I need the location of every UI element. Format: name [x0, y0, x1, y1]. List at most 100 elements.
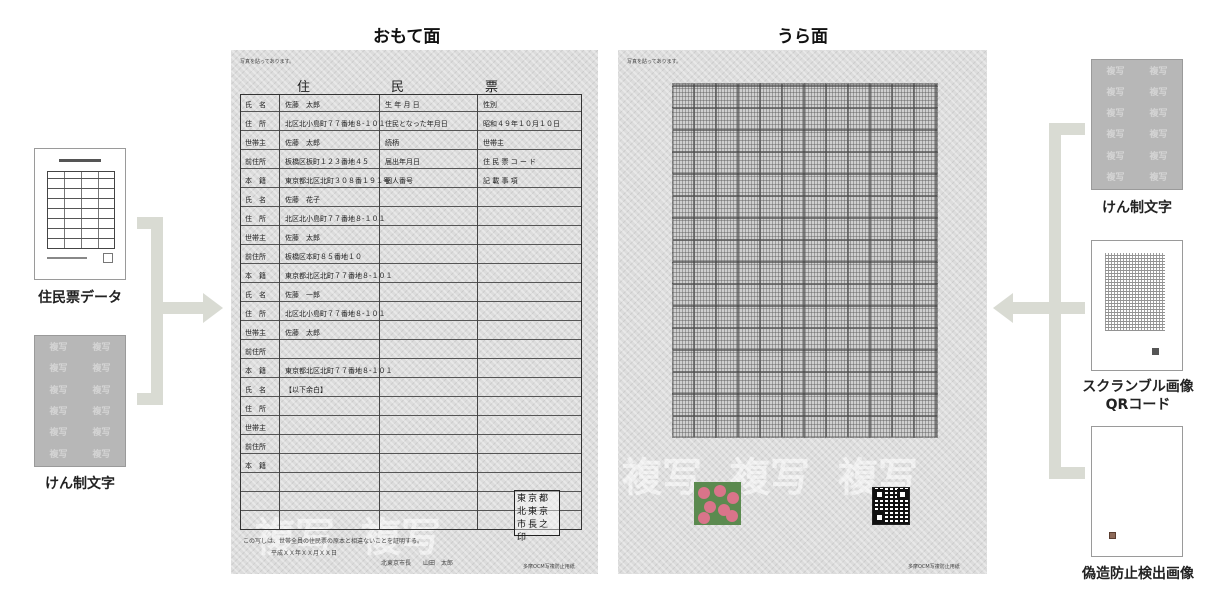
- row-label: 世帯主: [245, 424, 266, 432]
- row-label: 本 籍: [245, 272, 266, 280]
- watermark-glyph: 複写: [92, 385, 111, 396]
- scrambled-image: [672, 83, 938, 438]
- watermark-glyph: 複写: [1149, 151, 1168, 162]
- anti-forgery-thumbnail: [1091, 426, 1183, 557]
- row-value: 佐藤 太郎: [285, 139, 320, 147]
- watermark-glyph: 複写: [49, 343, 68, 353]
- left-arrow-shaft: [163, 302, 203, 314]
- row-value: 佐藤 一郎: [285, 291, 320, 299]
- label-watermark-text-right: けん制文字: [1102, 200, 1172, 216]
- row-label: 前住所: [245, 253, 266, 261]
- row-value: 東京都北区北町３０８番１９１号: [285, 177, 390, 185]
- watermark-glyph: 複写: [49, 449, 68, 460]
- left-bracket-vertical: [151, 217, 163, 405]
- record-field: 世帯主: [483, 139, 504, 147]
- seal-line: 北東京: [517, 507, 551, 517]
- front-side-title: おもて面: [373, 27, 441, 47]
- row-value: 東京都北区北町７７番地８‐１０１: [285, 272, 393, 280]
- record-field: 住民となった年月日: [385, 120, 448, 128]
- front-footer-note: 多摩OCM写複防止用紙: [523, 564, 575, 570]
- row-value: 東京都北区北町７７番地８‐１０１: [285, 367, 393, 375]
- thumb-title-line: [59, 159, 101, 162]
- watermark-glyph: 複写: [92, 428, 111, 439]
- label-watermark-text-left: けん制文字: [45, 476, 115, 492]
- record-field: 性別: [483, 101, 497, 109]
- back-top-note: 写真を貼ってあります。: [627, 59, 682, 65]
- watermark-glyph: 複写: [1106, 88, 1125, 99]
- record-field: 生 年 月 日: [385, 101, 420, 109]
- row-label: 前住所: [245, 348, 266, 356]
- row-value: 佐藤 花子: [285, 196, 320, 204]
- record-field: 住 民 票 コ ー ド: [483, 158, 537, 166]
- official-seal: 東京都 北東京 市長之印: [514, 490, 560, 543]
- row-value: 佐藤 太郎: [285, 101, 320, 109]
- mayor-name: 北東京市長 山田 太郎: [381, 560, 454, 567]
- row-value: 【以下余白】: [285, 386, 327, 394]
- row-label: 氏 名: [245, 196, 266, 204]
- watermark-glyph: 複写: [49, 385, 68, 396]
- watermark-text-thumbnail-left: 複写複写複写複写複写複写複写複写複写複写複写複写: [34, 335, 126, 467]
- back-side-title: うら面: [777, 27, 828, 47]
- row-value: 佐藤 太郎: [285, 234, 320, 242]
- watermark-glyph: 複写: [1149, 109, 1168, 120]
- watermark-glyph: 複写: [92, 343, 111, 353]
- table-column-line: [379, 95, 380, 529]
- scramble-pattern: [1105, 253, 1165, 331]
- row-label: 世帯主: [245, 139, 266, 147]
- watermark-glyph: 複写: [92, 406, 111, 417]
- watermark-glyph: 複写: [1149, 88, 1168, 99]
- table-column-line: [279, 95, 280, 529]
- right-arrow-icon: [993, 293, 1013, 323]
- row-value: 板橋区本町８５番地１０: [285, 253, 362, 261]
- row-label: 住 所: [245, 405, 266, 413]
- row-value: 北区北小島町７７番地８‐１０１: [285, 120, 386, 128]
- watermark-glyph: 複写: [49, 406, 68, 417]
- watermark-glyph: 複写: [622, 454, 702, 501]
- resident-record-heading: 住 民 票: [296, 80, 532, 95]
- qr-code: [872, 487, 910, 525]
- row-label: 氏 名: [245, 101, 266, 109]
- record-field: 届出年月日: [385, 158, 420, 166]
- front-side-sheet: 複写 複写 写真を貼ってあります。 住 民 票 氏 名佐藤 太郎住 所北区北小島…: [231, 50, 598, 574]
- watermark-glyph: 複写: [1149, 172, 1168, 183]
- anti-forgery-detection-image: [694, 482, 741, 525]
- row-label: 前住所: [245, 158, 266, 166]
- front-top-note: 写真を貼ってあります。: [240, 59, 295, 65]
- seal-line: 東京都: [517, 494, 551, 504]
- scramble-qr-thumbnail: [1091, 240, 1183, 371]
- row-value: 北区北小島町７７番地８‐１０１: [285, 310, 386, 318]
- record-field: 昭和４９年１０月１０日: [483, 120, 560, 128]
- row-label: 世帯主: [245, 234, 266, 242]
- right-bracket-middle: [1049, 302, 1085, 314]
- right-bracket-bottom: [1049, 467, 1085, 479]
- record-field: 続柄: [385, 139, 399, 147]
- row-label: 氏 名: [245, 291, 266, 299]
- row-label: 世帯主: [245, 329, 266, 337]
- watermark-glyph: 複写: [49, 428, 68, 439]
- certification-date: 平成ＸＸ年ＸＸ月ＸＸ日: [271, 550, 338, 557]
- thumb-footer-line: [47, 257, 87, 259]
- watermark-glyph: 複写: [1106, 130, 1125, 141]
- watermark-glyph: 複写: [92, 364, 111, 375]
- row-label: 住 所: [245, 310, 266, 318]
- row-value: 板橋区板町１２３番地４５: [285, 158, 369, 166]
- label-anti-forgery-image: 偽造防止検出画像: [1082, 566, 1194, 582]
- watermark-glyph: 複写: [92, 449, 111, 460]
- detection-image-marker: [1109, 532, 1116, 539]
- label-scramble-image-qr: スクランブル画像 QRコード: [1082, 379, 1194, 413]
- row-label: 前住所: [245, 443, 266, 451]
- row-value: 佐藤 太郎: [285, 329, 320, 337]
- row-label: 本 籍: [245, 462, 266, 470]
- right-arrow-shaft: [1013, 302, 1049, 314]
- record-field: 個人番号: [385, 177, 413, 185]
- left-bracket-bottom: [137, 393, 163, 405]
- thumb-table: [47, 171, 115, 249]
- mini-qr-icon: [1152, 348, 1159, 355]
- table-row-lines: [241, 95, 581, 529]
- thumb-seal: [103, 253, 113, 263]
- row-value: 北区北小島町７７番地８‐１０１: [285, 215, 386, 223]
- watermark-glyph: 複写: [1149, 130, 1168, 141]
- row-label: 本 籍: [245, 367, 266, 375]
- watermark-glyph: 複写: [1106, 172, 1125, 183]
